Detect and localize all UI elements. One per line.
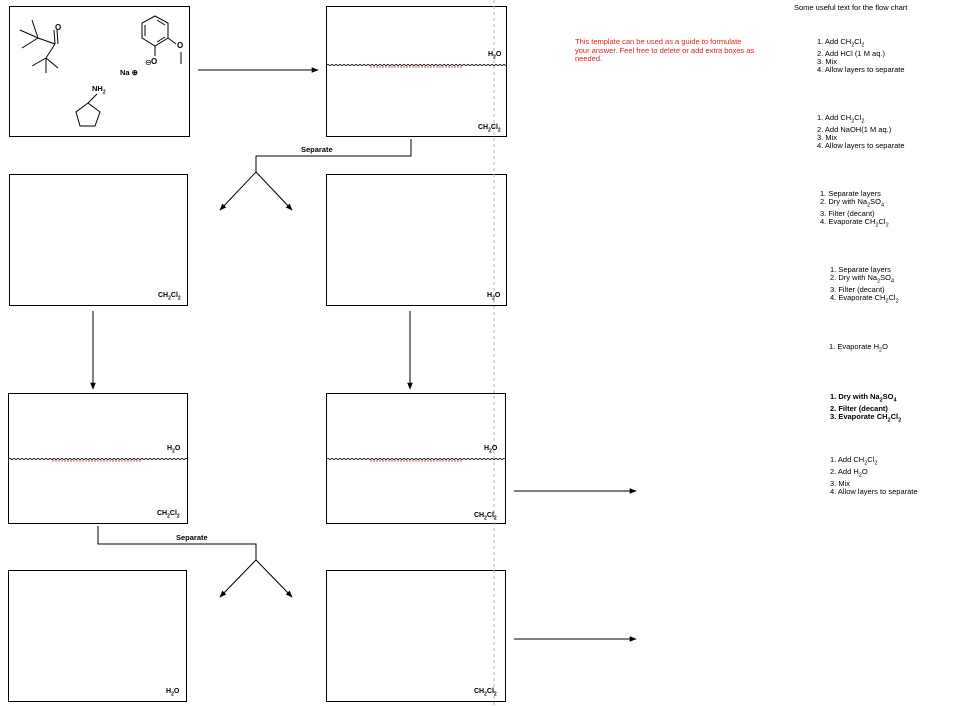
split-arrow-1-left bbox=[219, 171, 257, 211]
ring-oxygen-label: O bbox=[177, 41, 184, 50]
ketone-oxygen-label: O bbox=[55, 23, 62, 32]
amine-label: NH2 bbox=[92, 84, 106, 96]
final-box-left bbox=[8, 570, 187, 702]
dcm-label-box1: CH2Cl2 bbox=[478, 124, 501, 134]
layer-box-right bbox=[326, 174, 507, 306]
extraction-box-1 bbox=[326, 6, 507, 137]
useful-text-heading: Some useful text for the flow chart bbox=[794, 3, 908, 12]
sodium-cation-label: Na ⊕ bbox=[120, 68, 138, 77]
step-item: 2. Dry with Na2SO4 bbox=[830, 273, 895, 285]
step-item: 3. Evaporate CH2Cl2 bbox=[830, 412, 902, 424]
extraction-box-3 bbox=[326, 393, 506, 524]
step-item: 1. Add CH2Cl2 bbox=[817, 37, 865, 49]
split-arrow-2-right bbox=[255, 559, 293, 598]
dcm-label-box2: CH2Cl2 bbox=[157, 510, 180, 520]
step-item: 3. Filter (decant) bbox=[830, 285, 885, 295]
template-note: This template can be used as a guide to … bbox=[575, 37, 755, 63]
separate-label-2: Separate bbox=[176, 533, 208, 542]
step-item: 4. Allow layers to separate bbox=[830, 486, 918, 496]
step-item: 4. Allow layers to separate bbox=[817, 65, 905, 75]
step-item: 3. Filter (decant) bbox=[820, 209, 875, 219]
step-item: 2. Dry with Na2SO4 bbox=[820, 197, 885, 209]
water-label-box2: H2O bbox=[167, 445, 181, 455]
start-mixture-box bbox=[9, 6, 190, 137]
step-group-5: 1. Evaporate H2O bbox=[829, 342, 888, 355]
step-item: 2. Add NaOH(1 M aq.) bbox=[817, 124, 892, 134]
step-item: 1. Separate layers bbox=[830, 265, 891, 274]
dcm-label-left: CH2Cl2 bbox=[158, 292, 181, 302]
separate-label-1: Separate bbox=[301, 145, 333, 154]
dcm-label-box3: CH2Cl2 bbox=[474, 512, 497, 522]
step-item: 1. Add CH2Cl2 bbox=[830, 455, 878, 467]
step-item: 4. Allow layers to separate bbox=[817, 141, 905, 151]
step-item: 1. Separate layers bbox=[820, 189, 881, 198]
water-label-box3: H2O bbox=[484, 445, 498, 455]
split-arrow-2-left bbox=[219, 559, 257, 598]
step-item: 2. Add H2O bbox=[830, 466, 868, 479]
separate-connector-1 bbox=[255, 139, 412, 172]
step-item: 4. Evaporate CH2Cl2 bbox=[820, 217, 889, 229]
step-item: 1. Evaporate H2O bbox=[829, 342, 888, 354]
step-item: 2. Add HCl (1 M aq.) bbox=[817, 48, 885, 58]
water-label-final-left: H2O bbox=[166, 688, 180, 698]
oxide-charge-label: ⊖ bbox=[145, 58, 152, 67]
water-label-box1: H2O bbox=[488, 51, 502, 61]
step-item: 3. Mix bbox=[817, 57, 838, 67]
step-item: 4. Evaporate CH2Cl2 bbox=[830, 293, 899, 305]
step-item: 1. Dry with Na2SO4 bbox=[830, 392, 897, 404]
step-item: 1. Add CH2Cl2 bbox=[817, 113, 865, 125]
separate-connector-2 bbox=[97, 526, 257, 560]
step-item: 2. Filter (decant) bbox=[830, 403, 888, 413]
dcm-label-final-right: CH2Cl2 bbox=[474, 688, 497, 698]
step-item: 3. Mix bbox=[830, 478, 851, 488]
step-item: 3. Mix bbox=[817, 133, 838, 143]
split-arrow-1-right bbox=[255, 171, 293, 211]
extraction-box-2 bbox=[8, 393, 188, 524]
water-label-right: H2O bbox=[487, 292, 501, 302]
oxide-oxygen-label: O bbox=[151, 57, 158, 66]
layer-box-left bbox=[9, 174, 188, 306]
final-box-right bbox=[326, 570, 506, 702]
